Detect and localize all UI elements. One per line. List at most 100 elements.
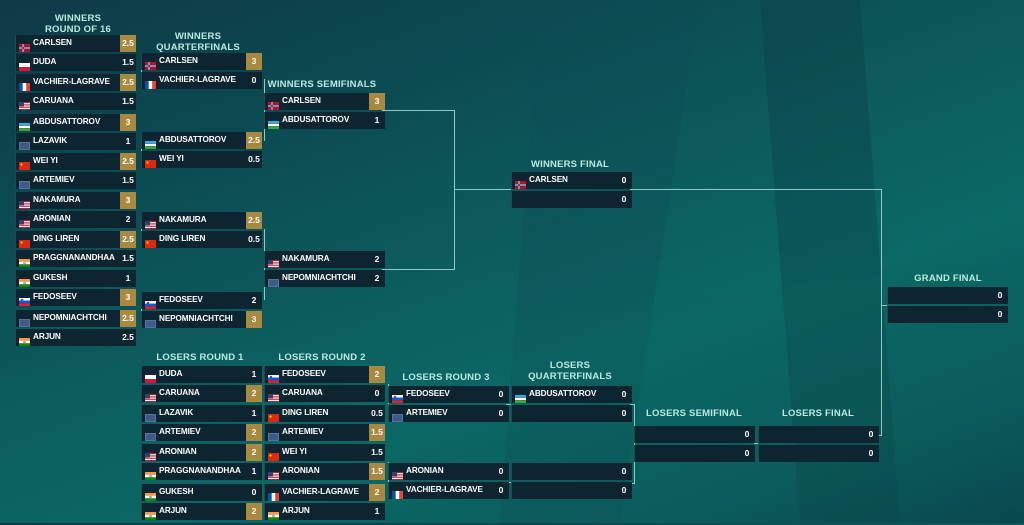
player-name: ABDUSATTOROV [159,135,226,144]
player-name: PRAGGNANANDHAA [33,253,115,262]
player-row[interactable]: 0 [511,405,632,422]
player-score: 2 [246,424,262,441]
player-score: 0 [493,386,509,403]
player-row[interactable]: 0 [887,306,1008,323]
player-score: 0 [493,463,509,480]
player-score: 1.5 [120,93,136,110]
player-row[interactable]: 0 [634,445,755,462]
player-row[interactable]: 0 [511,463,632,480]
player-row[interactable]: 0 [758,445,879,462]
player-score: 2 [369,366,385,383]
player-row[interactable]: 0 [634,426,755,443]
player-row[interactable]: 0 [511,191,632,208]
flag-india-icon [145,507,156,515]
player-name: ARTEMIEV [406,408,448,417]
flag-france-icon [392,486,403,494]
player-row[interactable]: 0 [887,287,1008,304]
player-row[interactable]: 0 [511,482,632,499]
player-row[interactable]: 0 [758,426,879,443]
